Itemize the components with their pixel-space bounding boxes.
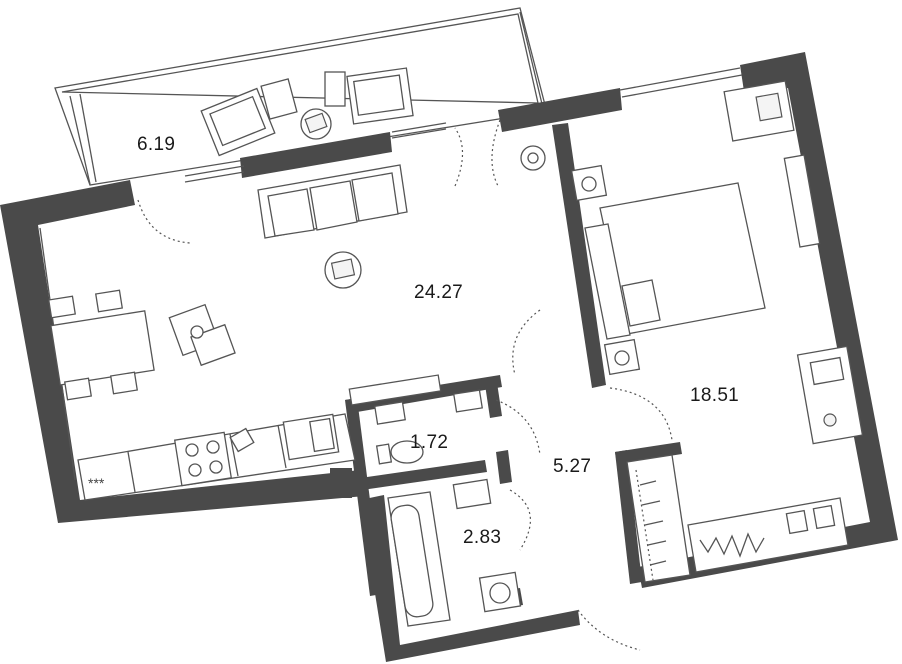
hall-wardrobe xyxy=(626,454,691,583)
stove xyxy=(173,431,233,487)
balcony-area-label: 6.19 xyxy=(137,134,175,155)
stove-burner-icon xyxy=(185,443,199,457)
toilet-sink xyxy=(453,389,483,413)
bathroom xyxy=(387,478,522,627)
magazine-icon xyxy=(330,258,356,280)
living-area-label: 24.27 xyxy=(414,282,463,303)
bathtub xyxy=(387,491,451,627)
desk xyxy=(796,345,864,445)
hallway-shelf xyxy=(348,374,442,406)
clothes-icon xyxy=(755,92,783,122)
cutting-board-icon xyxy=(229,427,255,453)
toilet-bowl xyxy=(390,440,424,464)
boiler-icon xyxy=(374,401,406,425)
armchair xyxy=(168,303,236,367)
dining-table xyxy=(47,289,155,401)
walls xyxy=(0,52,898,662)
hob-indicator: *** xyxy=(88,475,105,491)
vent-icon xyxy=(527,152,539,164)
toilet-room xyxy=(374,389,483,465)
balcony-chair xyxy=(346,67,414,125)
doors xyxy=(137,119,673,651)
bathroom-sink xyxy=(452,478,492,510)
bedroom-area-label: 18.51 xyxy=(690,385,739,406)
stove-burner-icon xyxy=(209,460,223,474)
balcony-chair xyxy=(200,87,276,157)
balcony-stool xyxy=(324,71,346,107)
kitchen-sink xyxy=(282,413,340,461)
nightstand xyxy=(570,164,608,202)
balcony xyxy=(54,7,546,186)
washing-machine xyxy=(478,571,522,613)
toilet-tank xyxy=(375,443,393,465)
balcony-side-table xyxy=(260,78,298,120)
bedroom xyxy=(570,80,864,573)
nightstand xyxy=(603,338,641,376)
bed xyxy=(584,182,766,340)
bedroom-wardrobe xyxy=(687,497,849,573)
plant-icon xyxy=(823,413,837,427)
sofa xyxy=(257,164,408,239)
stove-burner-icon xyxy=(206,440,220,454)
stove-burner-icon xyxy=(188,463,202,477)
hallway-area-label: 5.27 xyxy=(553,456,591,477)
magazine-icon xyxy=(304,112,328,134)
bathroom-area-label: 2.83 xyxy=(463,527,501,548)
tv-unit xyxy=(783,154,821,248)
living-kitchen: *** xyxy=(47,145,546,501)
toilet-area-label: 1.72 xyxy=(410,432,448,453)
